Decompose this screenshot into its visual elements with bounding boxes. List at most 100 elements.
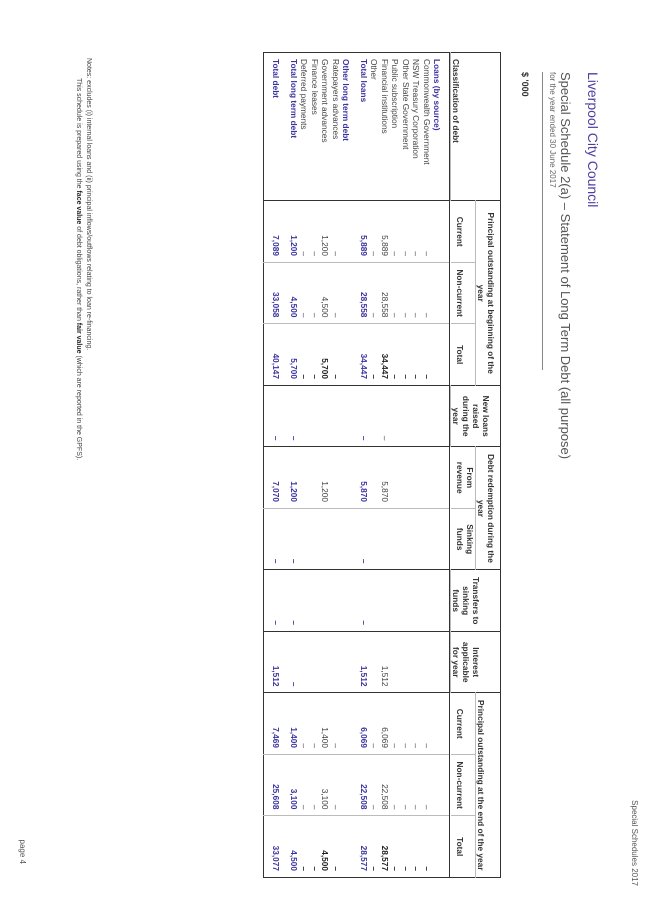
cell-value: 5,700: [288, 323, 299, 386]
cell-value: –: [390, 754, 401, 816]
cell-value: –: [299, 815, 310, 878]
cell-value: 4,500: [320, 262, 331, 324]
report-name: Special Schedules 2017: [630, 800, 639, 886]
cell-value: –: [411, 692, 422, 755]
cell-value: [369, 446, 380, 509]
cell-value: –: [358, 569, 369, 632]
cell-value: 4,500: [288, 815, 299, 878]
cell-value: 4,500: [288, 262, 299, 324]
col-group-redemption: Debt redemption during the year: [475, 446, 501, 570]
cell-value: [299, 569, 310, 632]
cell-value: [309, 446, 320, 509]
cell-value: –: [421, 262, 432, 324]
cell-value: –: [390, 815, 401, 878]
cell-value: 34,447: [358, 323, 369, 386]
cell-value: –: [358, 508, 369, 570]
cell-value: [309, 569, 320, 632]
cell-value: 25,608: [271, 754, 282, 816]
cell-value: 6,069: [358, 692, 369, 755]
cell-value: –: [421, 200, 432, 263]
cell-value: [400, 385, 411, 447]
cell-value: 34,447: [379, 323, 390, 386]
cell-value: –: [411, 262, 422, 324]
row-label: Other State Government: [401, 59, 411, 150]
row-label: Financial institutions: [380, 59, 390, 134]
col-open-current: Current: [451, 200, 476, 263]
cell-value: [369, 631, 380, 693]
cell-value: [330, 446, 341, 509]
cell-value: –: [271, 508, 282, 570]
col-open-total: Total: [451, 323, 476, 386]
cell-value: [390, 508, 401, 570]
cell-value: –: [330, 323, 341, 386]
cell-value: –: [411, 200, 422, 263]
col-close-current: Current: [451, 692, 476, 755]
row-label: Other: [369, 59, 380, 80]
notes: Notes: excludes (i) internal loans and (…: [73, 58, 93, 460]
row-label: NSW Treasury Corporation: [411, 59, 422, 159]
cell-value: –: [299, 323, 310, 386]
page-number: page 4: [18, 839, 27, 864]
col-group-opening: Principal outstanding at beginning of th…: [475, 200, 501, 386]
cell-value: 22,508: [358, 754, 369, 816]
cell-value: 3,100: [288, 754, 299, 816]
cell-value: [411, 569, 422, 632]
cell-value: [309, 385, 320, 447]
cell-value: [421, 385, 432, 447]
cell-value: –: [400, 754, 411, 816]
cell-value: 5,870: [358, 446, 369, 509]
table-row: Commonwealth Government––––––: [421, 53, 432, 878]
cell-value: 1,200: [288, 200, 299, 263]
table-row: Other State Government––––––: [400, 53, 411, 878]
section-loans-header: Loans (by source): [432, 59, 443, 131]
cell-value: [299, 446, 310, 509]
table-row: Other––––––: [369, 53, 380, 878]
cell-value: 7,089: [271, 200, 282, 263]
cell-value: 5,700: [320, 323, 331, 386]
cell-value: [411, 385, 422, 447]
cell-value: [390, 446, 401, 509]
cell-value: –: [271, 569, 282, 632]
cell-value: –: [358, 385, 369, 447]
cell-value: [299, 385, 310, 447]
row-label: Commonwealth Government: [422, 59, 432, 165]
cell-value: –: [400, 815, 411, 878]
cell-value: –: [369, 262, 380, 324]
cell-value: [320, 385, 331, 447]
cell-value: –: [400, 692, 411, 755]
cell-value: –: [369, 754, 380, 816]
cell-value: –: [330, 200, 341, 263]
cell-value: –: [369, 200, 380, 263]
cell-value: [330, 385, 341, 447]
cell-value: 5,870: [379, 446, 390, 509]
schedule-title: Special Schedule 2(a) – Statement of Lon…: [558, 72, 573, 460]
cell-value: –: [390, 692, 401, 755]
cell-value: [400, 508, 411, 570]
cell-value: –: [330, 262, 341, 324]
cell-value: [421, 508, 432, 570]
cell-value: 28,558: [358, 262, 369, 324]
col-classification: Classification of debt: [451, 52, 501, 201]
cell-value: –: [299, 262, 310, 324]
cell-value: 1,512: [358, 631, 369, 693]
row-label: Public subscription: [390, 59, 401, 129]
cell-value: 22,508: [379, 754, 390, 816]
cell-value: 1,400: [320, 692, 331, 755]
row-label: Government advances: [320, 59, 331, 143]
cell-value: –: [379, 385, 390, 447]
cell-value: 5,889: [358, 200, 369, 263]
col-interest: Interest applicable for year: [451, 631, 501, 693]
col-sinking-funds: Sinking funds: [451, 508, 476, 570]
cell-value: –: [271, 385, 282, 447]
cell-value: –: [369, 815, 380, 878]
cell-value: [421, 631, 432, 693]
cell-value: –: [421, 815, 432, 878]
cell-value: –: [411, 323, 422, 386]
table-row: Deferred payments––––––: [299, 53, 310, 878]
council-title: Liverpool City Council: [585, 72, 601, 208]
cell-value: 3,100: [320, 754, 331, 816]
cell-value: –: [309, 323, 320, 386]
cell-value: [390, 631, 401, 693]
